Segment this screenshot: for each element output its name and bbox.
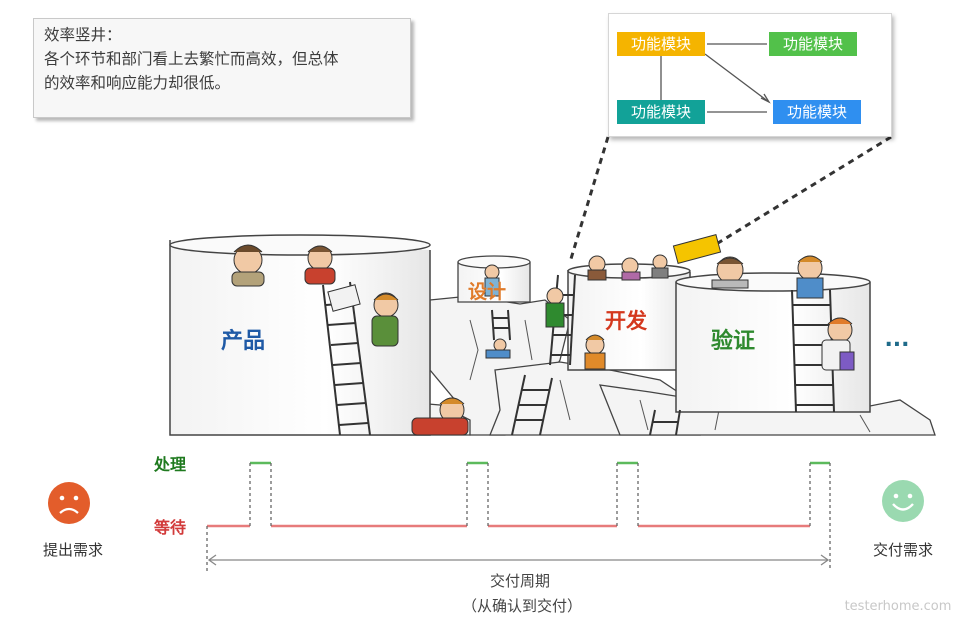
end-label: 交付需求 <box>873 541 933 559</box>
note-line-2: 的效率和响应能力却很低。 <box>44 74 231 92</box>
person-dev-1 <box>587 255 607 281</box>
ladders <box>322 274 835 436</box>
person-product-2 <box>304 245 336 285</box>
silo-label-ellipsis: ... <box>884 327 909 352</box>
note-line-1: 各个环节和部门看上去繁忙而高效，但总体 <box>44 50 339 68</box>
silo-label-design: 设计 <box>468 281 506 303</box>
note-title: 效率竖井： <box>44 26 122 44</box>
sad-face-icon <box>48 482 90 524</box>
cycle-sublabel: （从确认到交付） <box>462 597 582 615</box>
signal-transitions <box>206 463 831 571</box>
function-module-blue: 功能模块 <box>773 100 861 124</box>
ladder-verify <box>791 289 835 413</box>
silo-label-dev: 开发 <box>605 309 648 333</box>
people <box>231 234 855 436</box>
ladder-gap <box>511 374 553 436</box>
efficiency-silo-note: 效率竖井： 各个环节和部门看上去繁忙而高效，但总体 的效率和响应能力却很低。 <box>33 18 411 118</box>
silo-label-verify: 验证 <box>711 328 755 354</box>
function-module-teal: 功能模块 <box>617 100 705 124</box>
person-verify-climber <box>821 317 855 371</box>
person-verify-1 <box>672 234 749 289</box>
processing-label: 处理 <box>153 455 186 474</box>
person-bottom <box>411 397 469 436</box>
cycle-arrow <box>207 554 830 566</box>
cycle-label: 交付周期 <box>490 572 550 590</box>
ladder-gap-2 <box>649 409 681 436</box>
function-module-yellow: 功能模块 <box>617 32 705 56</box>
person-verify-2 <box>796 255 824 299</box>
waiting-label: 等待 <box>153 518 186 537</box>
product-silo <box>169 234 431 436</box>
happy-face-icon <box>882 480 924 522</box>
function-module-green: 功能模块 <box>769 32 857 56</box>
person-dev-2 <box>621 257 641 281</box>
person-product-climber <box>327 284 399 347</box>
person-design <box>484 264 500 297</box>
person-design-fall <box>485 338 511 359</box>
watermark: testerhome.com <box>845 599 952 614</box>
function-module-callout: 功能模块 功能模块 功能模块 功能模块 <box>608 13 892 137</box>
module-links <box>660 43 771 113</box>
person-gap <box>584 334 606 370</box>
timeline: 处理 等待 交付周期 （从确认到交付） 提出需求 交付需求 <box>43 455 933 615</box>
start-label: 提出需求 <box>43 541 103 559</box>
silo-label-product: 产品 <box>221 329 265 354</box>
callout-connectors <box>568 135 892 263</box>
person-dev-3 <box>651 254 669 279</box>
person-dev-climber <box>545 287 565 328</box>
ladder-design <box>491 309 511 341</box>
person-product-1 <box>231 244 265 287</box>
rock-cracks <box>469 319 871 433</box>
